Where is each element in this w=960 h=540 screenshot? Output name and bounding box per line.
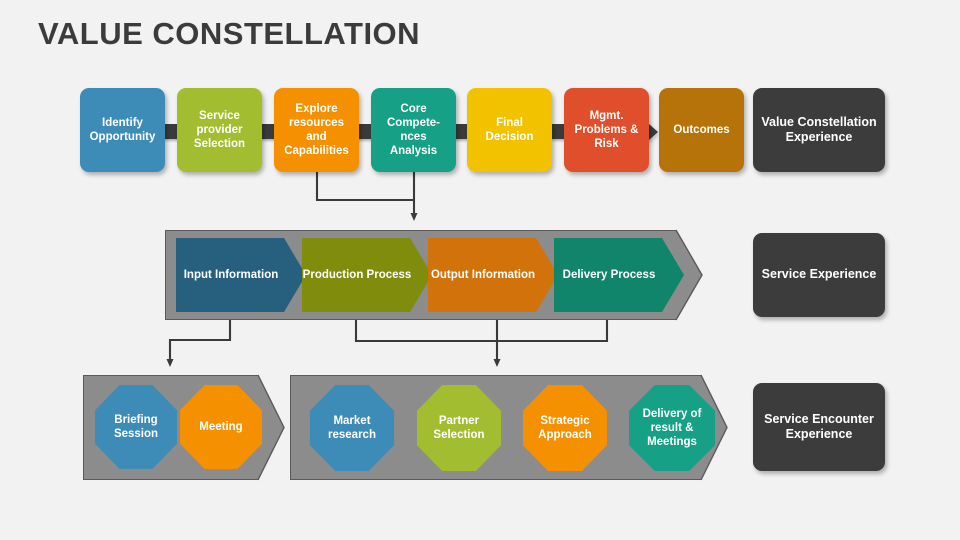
mid-stage-label: Input Information xyxy=(183,268,279,281)
encounter-briefing-session[interactable]: Briefing Session xyxy=(95,385,177,469)
encounter-label: Strategic Approach xyxy=(538,414,592,441)
mid-stage-label: Output Information xyxy=(430,268,536,281)
top-stage-label: Explore resources and Capabilities xyxy=(284,102,349,158)
top-stage-outcomes[interactable]: Outcomes xyxy=(659,88,744,172)
top-stage-identify-opportunity[interactable]: Identify Opportunity xyxy=(80,88,165,172)
top-stage-label: Final Decision xyxy=(485,116,534,143)
page-title: VALUE CONSTELLATION xyxy=(38,16,421,51)
link-delivery-to-merge xyxy=(497,320,609,343)
mid-stage-output-information[interactable]: Output Information xyxy=(428,238,558,312)
encounter-meeting[interactable]: Meeting xyxy=(180,385,262,469)
encounter-label: Briefing Session xyxy=(113,413,159,440)
top-stage-label: Service provider Selection xyxy=(193,109,246,150)
encounter-market-research[interactable]: Market research xyxy=(310,385,394,471)
encounter-label: Meeting xyxy=(199,420,243,433)
link-production-to-merge xyxy=(354,320,497,343)
mid-stage-label: Production Process xyxy=(302,268,412,281)
top-stage-core-competences-analysis[interactable]: Core Compete-nces Analysis xyxy=(371,88,456,172)
encounter-label: Delivery of result & Meetings xyxy=(642,407,702,448)
band-point-outline xyxy=(675,229,703,321)
top-stage-explore-resources[interactable]: Explore resources and Capabilities xyxy=(274,88,359,172)
outcome-label: Service Encounter Experience xyxy=(764,411,874,441)
top-stage-label: Mgmt. Problems & Risk xyxy=(574,109,639,150)
encounter-band-right-point-outline xyxy=(700,374,728,481)
mid-stage-delivery-process[interactable]: Delivery Process xyxy=(554,238,684,312)
encounter-partner-selection[interactable]: Partner Selection xyxy=(417,385,501,471)
top-stage-label: Identify Opportunity xyxy=(89,116,156,143)
mid-stage-input-information[interactable]: Input Information xyxy=(176,238,306,312)
outcome-service-encounter-experience[interactable]: Service Encounter Experience xyxy=(753,383,885,471)
encounter-label: Market research xyxy=(328,414,376,441)
link-explore-to-merge xyxy=(315,172,414,202)
top-stage-label: Core Compete-nces Analysis xyxy=(386,102,441,158)
link-input-to-left-group xyxy=(166,320,232,367)
connector-nub-5 xyxy=(551,124,567,139)
top-stage-service-provider-selection[interactable]: Service provider Selection xyxy=(177,88,262,172)
top-stage-label: Outcomes xyxy=(673,123,730,136)
outcome-service-experience[interactable]: Service Experience xyxy=(753,233,885,317)
top-stage-final-decision[interactable]: Final Decision xyxy=(467,88,552,172)
encounter-delivery-of-result-meetings[interactable]: Delivery of result & Meetings xyxy=(629,385,715,471)
encounter-label: Partner Selection xyxy=(433,414,485,441)
outcome-value-constellation-experience[interactable]: Value Constellation Experience xyxy=(753,88,885,172)
connector-nub-1 xyxy=(164,124,180,139)
mid-stage-label: Delivery Process xyxy=(562,268,656,281)
outcome-label: Value Constellation Experience xyxy=(761,114,877,144)
connector-nub-2 xyxy=(261,124,277,139)
mid-stage-production-process[interactable]: Production Process xyxy=(302,238,432,312)
connector-nub-3 xyxy=(357,124,373,139)
connector-nub-4 xyxy=(454,124,470,139)
encounter-strategic-approach[interactable]: Strategic Approach xyxy=(523,385,607,471)
outcome-label: Service Experience xyxy=(761,267,877,282)
encounter-band-left-point-outline xyxy=(257,374,285,481)
top-stage-mgmt-problems-risk[interactable]: Mgmt. Problems & Risk xyxy=(564,88,649,172)
